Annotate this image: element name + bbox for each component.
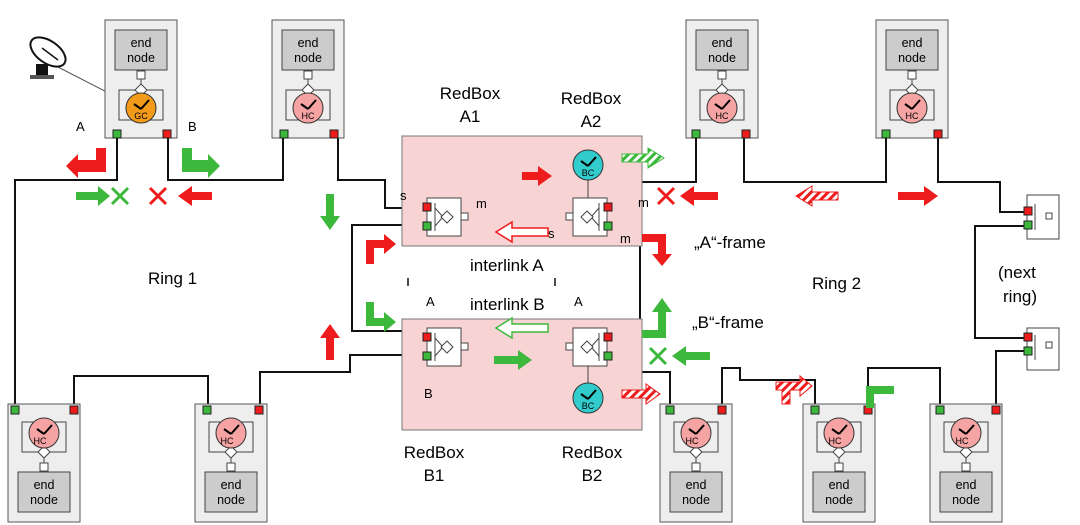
node-hc-r2-bottom-3: HC end node (929, 403, 1003, 523)
node-hc-r1-bottom-2: HC end node (194, 403, 268, 523)
svg-text:node: node (30, 493, 58, 507)
next-ring-stub-bottom (1023, 327, 1060, 371)
svg-text:HC: HC (829, 436, 842, 446)
hatched-green-arrow-right (621, 147, 665, 169)
svg-text:BC: BC (582, 401, 595, 411)
redbox-b1-title-2: B1 (424, 466, 445, 485)
svg-text:HC: HC (716, 111, 729, 121)
node-hc-r2-top-2: end node HC (875, 19, 949, 139)
red-arrow-right-r2 (898, 186, 938, 206)
svg-text:end: end (298, 36, 319, 50)
a-frame-label: „A“-frame (694, 233, 766, 252)
ring-1-wires (14, 134, 430, 412)
bc-clock-b2: BC (572, 382, 604, 414)
green-arrow-left-r2 (672, 346, 710, 366)
svg-text:node: node (898, 51, 926, 65)
svg-text:HC: HC (302, 111, 315, 121)
redbox-ports (422, 202, 613, 361)
red-cross (148, 186, 168, 206)
port-a-b1: A (426, 294, 435, 309)
port-s-a1: s (400, 188, 407, 203)
red-elbow-arrow-down-left (66, 148, 106, 178)
red-arrow-left (178, 186, 212, 206)
svg-text:end: end (956, 478, 977, 492)
redbox-a2-title-2: A2 (581, 112, 602, 131)
redbox-b2-title-1: RedBox (562, 443, 623, 462)
redbox-b2-title-2: B2 (582, 466, 603, 485)
node-hc-r1-bottom-1: HC end node (7, 403, 81, 523)
redbox-a1-title-2: A1 (460, 107, 481, 126)
port-b-b1: B (424, 386, 433, 401)
svg-text:HC: HC (34, 436, 47, 446)
red-cross-r2 (656, 186, 676, 206)
interlink-b-label: interlink B (470, 295, 545, 314)
red-arrow-left-r2 (680, 186, 718, 206)
next-ring-stub-top (1023, 194, 1060, 240)
green-arrow-down (320, 194, 340, 230)
svg-text:HC: HC (221, 436, 234, 446)
svg-text:HC: HC (956, 436, 969, 446)
svg-text:end: end (131, 36, 152, 50)
svg-text:HC: HC (686, 436, 699, 446)
ring-2-wires (610, 134, 1027, 408)
svg-text:node: node (825, 493, 853, 507)
svg-text:node: node (682, 493, 710, 507)
ring-2-label: Ring 2 (812, 274, 861, 293)
hatched-red-arrow-right (621, 383, 661, 405)
node-gc: end node GC (104, 19, 178, 139)
node-hc-r2-top-1: end node HC (685, 19, 759, 139)
svg-text:end: end (902, 36, 923, 50)
outline-red-arrow-left (494, 220, 549, 244)
hatched-red-elbow-arrow (775, 374, 813, 405)
port-m-a2-bottom: m (620, 231, 631, 246)
redbox-a2-title-1: RedBox (561, 89, 622, 108)
svg-text:GC: GC (134, 111, 148, 121)
svg-text:end: end (34, 478, 55, 492)
green-cross-r2 (648, 346, 668, 366)
green-cross (110, 186, 130, 206)
node-hc-r2-bottom-2: HC end node (802, 403, 876, 523)
svg-text:node: node (217, 493, 245, 507)
svg-text:end: end (686, 478, 707, 492)
green-arrow-b1-to-b2 (494, 350, 532, 370)
redbox-b1-title-1: RedBox (404, 443, 465, 462)
b-frame-label: „B“-frame (692, 313, 764, 332)
svg-text:node: node (127, 51, 155, 65)
svg-text:node: node (294, 51, 322, 65)
svg-text:BC: BC (582, 168, 595, 178)
redbox-a1-title-1: RedBox (440, 84, 501, 103)
port-a-b2: A (574, 294, 583, 309)
port-a-gc: A (76, 119, 85, 134)
red-elbow-arrow-a1 (366, 234, 396, 264)
port-m-a2-top: m (638, 195, 649, 210)
svg-text:end: end (712, 36, 733, 50)
interlink-a-label: interlink A (470, 256, 544, 275)
node-hc-r2-bottom-1: HC end node (659, 403, 733, 523)
ring-1-label: Ring 1 (148, 269, 197, 288)
svg-text:node: node (952, 493, 980, 507)
hatched-red-arrow-left (795, 185, 839, 207)
next-ring-label-1: (next (998, 263, 1036, 282)
outline-green-arrow-left (494, 316, 549, 340)
green-elbow-arrow-b1 (366, 302, 396, 332)
port-b-gc: B (188, 119, 197, 134)
svg-text:end: end (829, 478, 850, 492)
svg-text:node: node (708, 51, 736, 65)
green-elbow-arrow-down-right (182, 148, 220, 178)
node-hc-r1-top: end node HC (271, 19, 345, 139)
green-elbow-arrow-r2 (866, 386, 894, 408)
green-arrow-right (76, 186, 110, 206)
green-elbow-arrow-up-b (642, 298, 672, 338)
port-s-a2: s (548, 226, 555, 241)
red-arrow-a1-to-a2 (522, 166, 552, 186)
next-ring-label-2: ring) (1003, 287, 1037, 306)
red-arrow-up (320, 324, 340, 360)
port-m-a1: m (476, 196, 487, 211)
satellite-dish-icon (29, 36, 67, 79)
svg-text:HC: HC (906, 111, 919, 121)
svg-text:end: end (221, 478, 242, 492)
red-elbow-arrow-down-a (642, 234, 672, 266)
bc-clock-a2: BC (572, 149, 604, 181)
